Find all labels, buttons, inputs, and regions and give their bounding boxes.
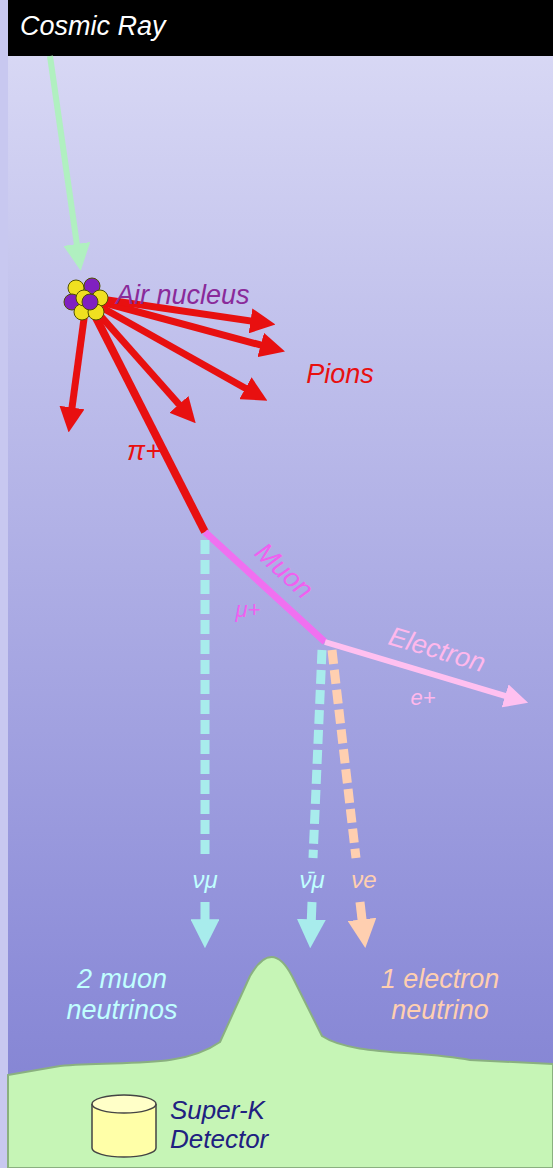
node-label: Super-K Detector bbox=[170, 1096, 310, 1153]
title-bar bbox=[8, 0, 553, 56]
neutrino-arrows bbox=[205, 540, 363, 928]
particle-label: π+ bbox=[127, 436, 161, 467]
muon-track bbox=[205, 532, 325, 642]
detector-symbol bbox=[88, 1092, 160, 1164]
node-label: Air nucleus bbox=[116, 280, 250, 311]
particle-label: νe bbox=[351, 866, 376, 894]
nucleus-node: Air nucleus bbox=[60, 274, 254, 346]
neutrino-arrow bbox=[201, 902, 210, 928]
particle-label: e+ bbox=[410, 685, 435, 710]
cosmic-ray-arrow bbox=[50, 56, 78, 252]
particle-label: ν̄μ bbox=[299, 866, 324, 894]
nucleon bbox=[82, 294, 98, 310]
title: Cosmic Ray bbox=[20, 11, 166, 42]
particle-label: Pions bbox=[306, 359, 374, 390]
particle-label: 1 electron neutrino bbox=[348, 964, 533, 1026]
pion-arrow bbox=[71, 304, 86, 415]
neutrino-track bbox=[201, 540, 210, 858]
particle-label: μ+ bbox=[236, 597, 261, 622]
sky-background bbox=[8, 0, 553, 1168]
pion-track bbox=[88, 302, 205, 532]
neutrino-track bbox=[313, 650, 322, 858]
particle-label: 2 muon neutrinos bbox=[35, 964, 210, 1026]
neutrino-track bbox=[332, 650, 356, 858]
neutrino-arrow bbox=[360, 902, 363, 928]
mountain bbox=[8, 957, 553, 1168]
particle-label: νμ bbox=[192, 866, 217, 894]
detector-node: Super-K Detector bbox=[88, 1092, 314, 1164]
cylinder-top bbox=[92, 1095, 156, 1113]
pion-arrows bbox=[71, 298, 268, 415]
neutrino-arrow bbox=[311, 902, 312, 928]
